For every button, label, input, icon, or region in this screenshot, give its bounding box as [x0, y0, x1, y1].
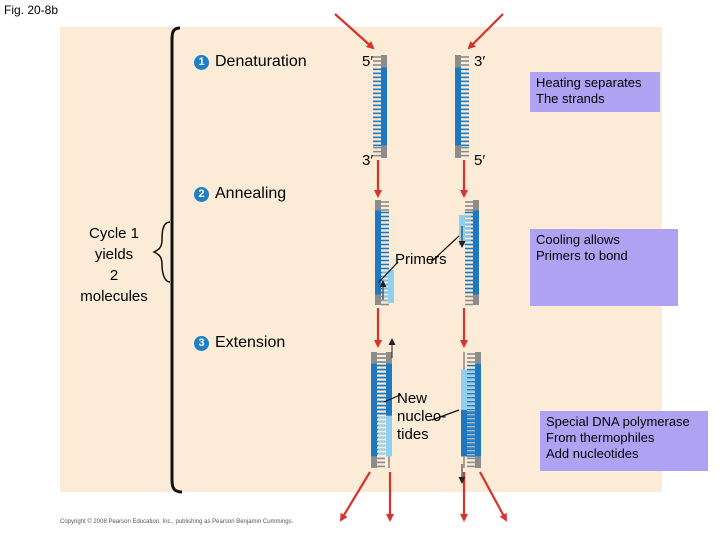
extended-template-right-backbone-segment	[475, 352, 481, 364]
new-strand-left-backbone-segment	[386, 363, 392, 416]
process-arrow	[334, 13, 375, 50]
template-left-backbone-segment	[375, 200, 381, 211]
denatured-strand-right-backbone-segment	[455, 145, 461, 158]
note-polymerase: Special DNA polymerase From thermophiles…	[540, 411, 708, 471]
note-cooling: Cooling allows Primers to bond	[530, 229, 678, 306]
end-label-top-left: 5′	[362, 53, 374, 70]
figure-label: Fig. 20-8b	[4, 3, 59, 17]
denatured-strand-left-backbone-segment	[381, 145, 387, 158]
denatured-strand-left-backbone-segment	[381, 67, 387, 146]
template-left-backbone-segment	[375, 210, 381, 295]
copyright-notice: Copyright © 2008 Pearson Education, Inc.…	[60, 519, 294, 525]
new-nucleotides-label: New nucleo- tides	[397, 390, 447, 443]
step-number-badge: 3	[194, 335, 209, 351]
note-heating: Heating separates The strands	[530, 72, 660, 112]
extended-template-left-backbone-segment	[371, 352, 377, 364]
step-title: Annealing	[215, 185, 287, 202]
primer-pointer-right	[430, 235, 460, 263]
denatured-strand-left-backbone-segment	[381, 55, 387, 68]
template-left-backbone-segment	[375, 294, 381, 305]
step-annealing: 2 Annealing	[194, 185, 286, 203]
new-strand-right-backbone-segment	[461, 369, 467, 410]
primer-left	[388, 270, 394, 303]
step-title: Denaturation	[215, 53, 307, 70]
extended-template-left-backbone-segment	[371, 456, 377, 468]
extended-template-right-backbone-segment	[475, 456, 481, 468]
primer-pointer-left	[377, 261, 399, 284]
process-arrow	[467, 13, 504, 50]
template-right-backbone-segment	[473, 210, 479, 295]
end-label-bottom-left: 3′	[362, 152, 374, 169]
cycle-bracket	[170, 26, 183, 494]
step-title: Extension	[215, 334, 286, 351]
step-number-badge: 1	[194, 54, 209, 70]
cycle-yield-text: Cycle 1 yields 2 molecules	[80, 225, 148, 305]
new-pointer-left	[383, 394, 401, 403]
process-arrow	[339, 471, 371, 522]
new-strand-right-backbone-segment	[461, 410, 467, 457]
new-strand-left-backbone-segment	[386, 415, 392, 457]
end-label-bottom-right: 5′	[474, 152, 486, 169]
step-number-badge: 2	[194, 186, 209, 202]
template-right-backbone-segment	[473, 294, 479, 305]
denatured-strand-right-backbone-segment	[455, 67, 461, 146]
step-denaturation: 1 Denaturation	[194, 53, 307, 71]
end-label-top-right: 3′	[474, 53, 486, 70]
denatured-strand-right-backbone-segment	[455, 55, 461, 68]
extended-template-right-backbone-segment	[475, 363, 481, 457]
cycle-brace	[152, 221, 171, 283]
step-extension: 3 Extension	[194, 334, 285, 352]
template-right-backbone-segment	[473, 200, 479, 211]
new-pointer-right	[431, 409, 460, 421]
primers-label: Primers	[395, 251, 447, 268]
process-arrow	[479, 471, 507, 522]
extended-template-left-backbone-segment	[371, 363, 377, 457]
new-strand-left-backbone-segment	[386, 352, 392, 364]
